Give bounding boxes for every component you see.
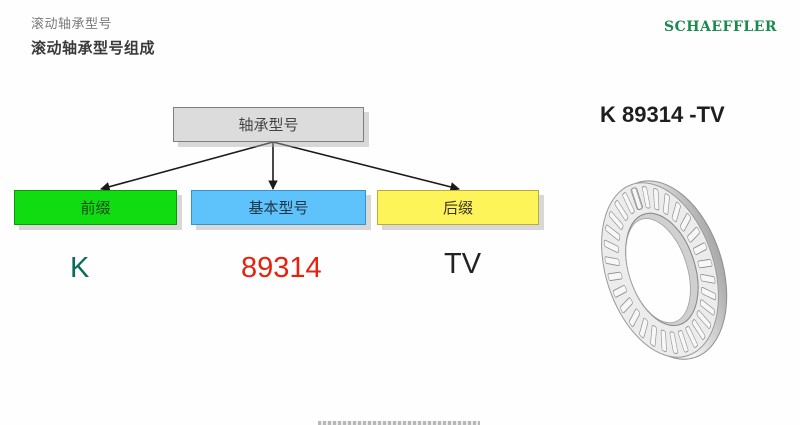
node-suffix: 后缀 <box>377 190 539 225</box>
example-basic-code: 89314 <box>241 252 322 284</box>
node-basic-designation: 基本型号 <box>191 190 366 225</box>
node-prefix-label: 前缀 <box>80 199 111 217</box>
section-title: 滚动轴承型号 <box>31 17 113 32</box>
arrow-to-prefix <box>100 141 274 192</box>
schaeffler-logo: SCHAEFFLER <box>664 19 778 35</box>
node-prefix: 前缀 <box>14 190 177 225</box>
example-suffix-code: TV <box>444 248 482 280</box>
arrow-to-suffix <box>272 141 460 192</box>
bottom-caption-strip <box>318 421 480 425</box>
root-node-bearing-designation: 轴承型号 <box>173 107 364 142</box>
node-suffix-label: 后缀 <box>442 199 473 217</box>
slide-title: 滚动轴承型号组成 <box>31 39 156 57</box>
example-prefix-code: K <box>70 252 90 284</box>
root-node-label: 轴承型号 <box>238 116 299 134</box>
model-designation: K 89314 -TV <box>600 102 725 127</box>
node-basic-label: 基本型号 <box>248 199 309 217</box>
